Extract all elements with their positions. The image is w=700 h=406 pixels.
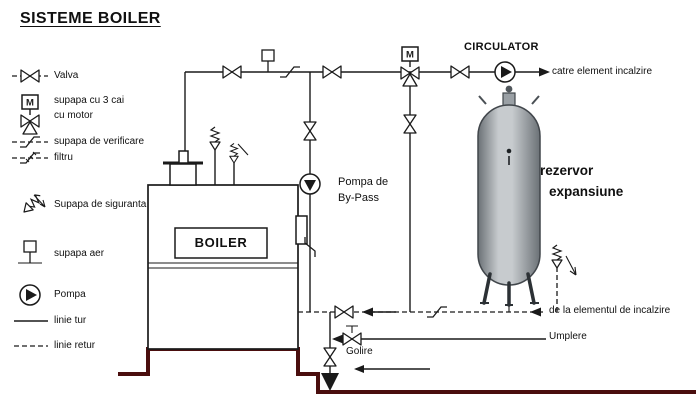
air-valve-icon [261,49,275,73]
boiler-body [147,184,299,350]
boiler-label-box [174,227,268,259]
motor-letter: M [406,50,414,61]
expansion-tank [477,85,541,312]
legend-filter-icon [12,151,48,164]
valve-icon [222,65,242,79]
floor-line [118,347,696,394]
legend-motor-letter: M [26,98,34,109]
legend-check-valve-icon [12,136,48,148]
legend: M [12,69,48,347]
bypass-pump-icon [299,173,321,195]
drain-valve-icon [324,348,336,366]
legend-label-3way-motor: cu motor [54,110,93,121]
to-heating-label: catre element incalzire [552,66,653,77]
expansion-tank-label-2: expansiune [549,184,624,199]
valve-icon [322,65,342,79]
motor-valve-3way-icon: M [401,46,419,86]
legend-label-valve: Valva [54,70,79,81]
valve-icon [404,115,416,133]
legend-label-3way: supapa cu 3 cai [54,95,125,106]
valve-icon [450,65,470,79]
page-title: SISTEME BOILER [20,10,161,27]
drain-outlet-icon [321,373,339,391]
boiler-chimney [163,150,203,186]
legend-label-check-valve: supapa de verificare [54,136,145,147]
supply-pipe [184,67,550,160]
tank-body [477,104,541,286]
drain-pipe [321,312,430,391]
circulator-pump-icon [494,61,516,83]
fill-label: Umplere [549,331,587,342]
from-heating-label: de la elementul de incalzire [549,305,671,316]
legend-label-supply-line: linie tur [54,315,87,326]
expansion-tank-label-1: rezervor [540,163,594,178]
legend-label-return-line: linie retur [54,340,96,351]
legend-label-safety-valve: Supapa de siguranta [54,199,147,210]
circulator-label: CIRCULATOR [464,41,539,53]
legend-valve-icon [12,69,48,83]
legend-safety-valve-icon [19,191,46,217]
bypass-pump-label-1: Pompa de [338,176,389,188]
legend-pump-icon [19,284,41,306]
valve-icon [334,305,354,319]
legend-label-pump: Pompa [54,289,86,300]
boiler [147,126,308,350]
valve-icon [304,122,316,140]
legend-label-air-valve: supapa aer [54,248,105,259]
fill-pipe [332,334,546,344]
boiler-safety-valve-icon [209,126,249,185]
tank-safety-valve-icon [551,244,577,312]
boiler-side-fitting [295,215,308,245]
legend-label-filter: filtru [54,152,73,163]
boiler-label: BOILER [194,234,248,250]
fill-valve-icon [342,325,362,346]
drain-label: Golire [346,346,373,357]
legend-motor-valve-3way-icon: M [21,94,39,134]
legend-air-valve-icon [18,240,42,264]
bypass-pump-label-2: By-Pass [338,192,379,204]
